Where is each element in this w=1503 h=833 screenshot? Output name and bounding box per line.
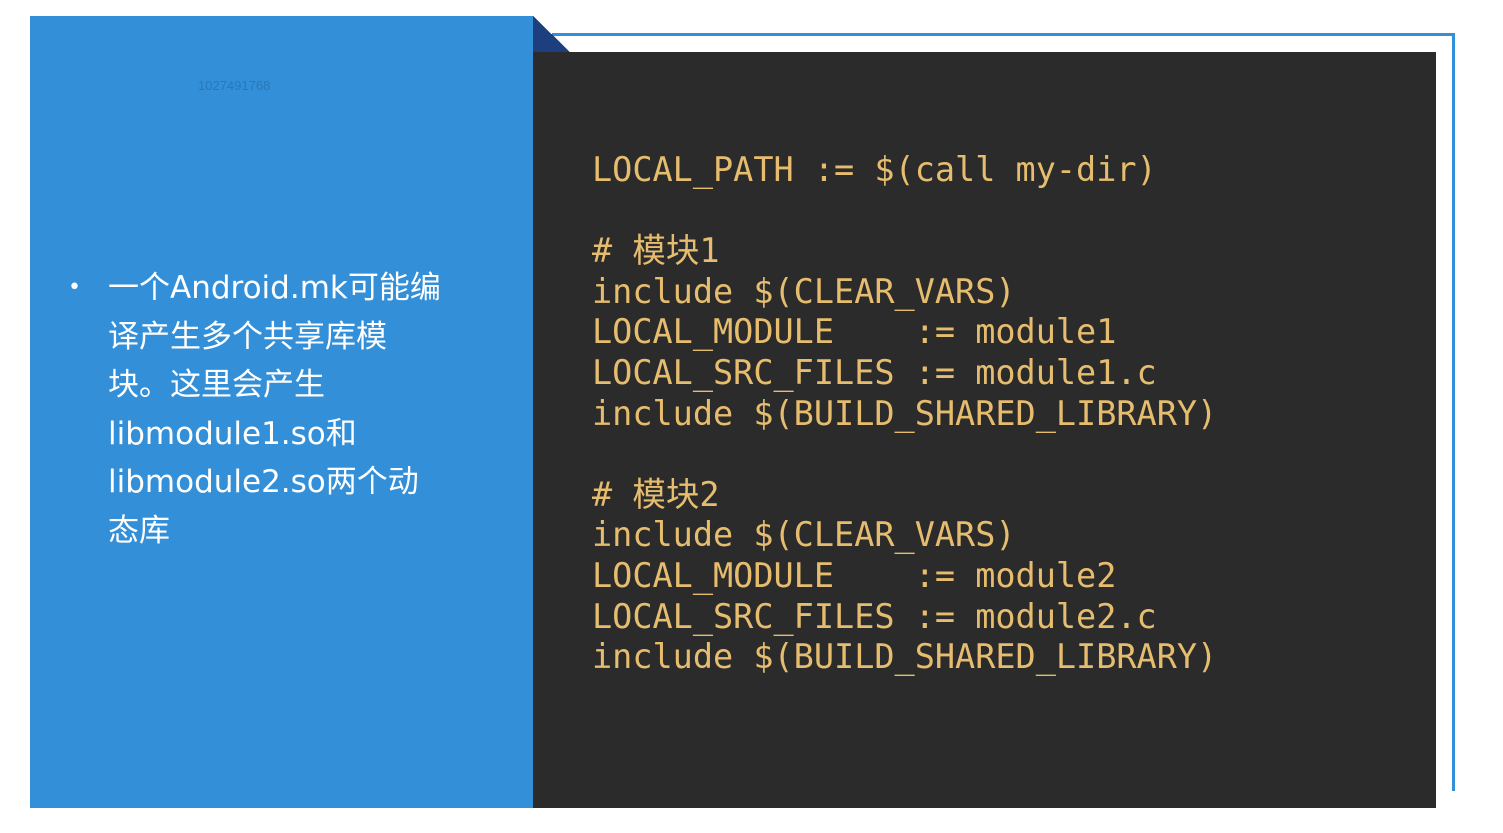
code-block: LOCAL_PATH := $(call my-dir) # 模块1 inclu…: [592, 150, 1218, 677]
watermark: 1027491768: [198, 78, 271, 93]
bullet-item: • 一个Android.mk可能编译产生多个共享库模块。这里会产生libmodul…: [68, 264, 448, 555]
bullet-list: • 一个Android.mk可能编译产生多个共享库模块。这里会产生libmodul…: [68, 264, 448, 555]
bullet-text: 一个Android.mk可能编译产生多个共享库模块。这里会产生libmodule…: [108, 270, 441, 549]
bullet-icon: •: [68, 275, 81, 300]
decorative-triangle: [533, 16, 570, 52]
decorative-frame: [552, 33, 1455, 791]
code-panel: LOCAL_PATH := $(call my-dir) # 模块1 inclu…: [533, 52, 1436, 808]
left-panel: [30, 16, 533, 808]
